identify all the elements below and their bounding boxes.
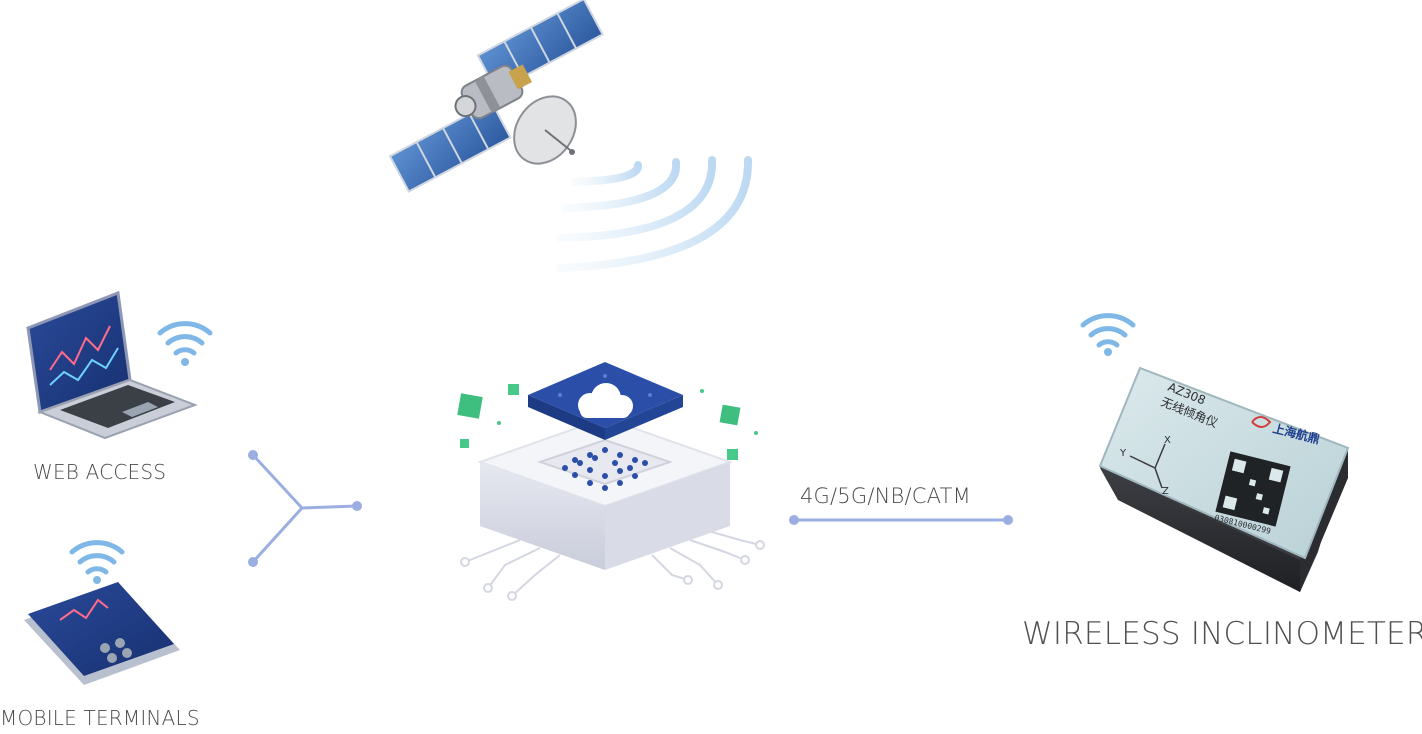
connector-hub xyxy=(248,450,362,567)
wireless-inclinometer-label: WIRELESS INCLINOMETER xyxy=(1022,616,1422,652)
signal-waves xyxy=(556,156,753,272)
network-protocol-label: 4G/5G/NB/CATM xyxy=(800,484,971,508)
device-axis-z: Z xyxy=(1162,486,1169,497)
laptop-icon xyxy=(26,290,198,440)
mobile-terminals-label: MOBILE TERMINALS xyxy=(0,706,200,730)
network-link xyxy=(789,515,1013,525)
cloud-chip xyxy=(457,362,765,601)
inclinometer-device xyxy=(1098,366,1350,592)
cloud-icon xyxy=(578,383,633,418)
decor-cubes xyxy=(457,384,758,460)
phone-icon xyxy=(24,582,180,685)
wifi-icon xyxy=(1080,313,1136,356)
device-axis-x: X xyxy=(1164,435,1171,446)
wifi-icon xyxy=(69,540,125,584)
device-axis-y: Y xyxy=(1119,448,1127,459)
web-access-label: WEB ACCESS xyxy=(33,460,167,484)
wifi-icon xyxy=(157,321,213,366)
satellite-icon xyxy=(388,0,604,193)
